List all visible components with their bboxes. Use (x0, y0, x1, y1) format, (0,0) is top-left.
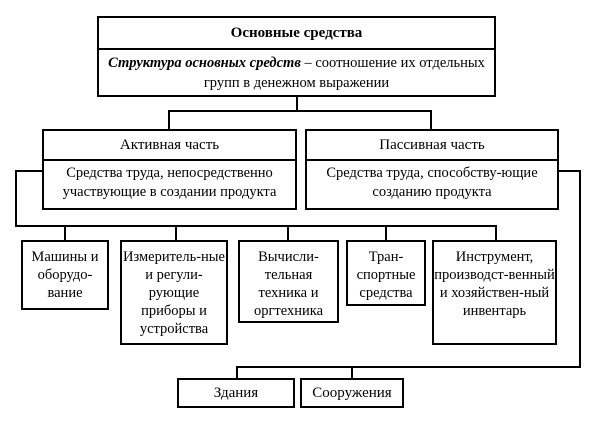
fixed-assets-box: Основные средства Структура основных сре… (97, 16, 496, 97)
drop-tools (495, 225, 497, 241)
drop-computers (287, 225, 289, 241)
category-machines: Машины и оборудо-вание (21, 240, 109, 310)
category-label: Вычисли-тельная техника и оргтехника (253, 249, 324, 319)
definition-term: Структура основных средств (108, 55, 301, 71)
category-tools: Инструмент, производст-венный и хозяйств… (432, 240, 557, 345)
passive-part-divider (307, 159, 557, 161)
category-computers: Вычисли-тельная техника и оргтехника (238, 240, 339, 323)
connector-active-bus (15, 225, 496, 227)
definition-text: – соотношение их отдельных групп в денеж… (203, 55, 485, 91)
category-label: Измеритель-ные и регули-рующие приборы и… (122, 249, 225, 337)
connector-split-horizontal (168, 110, 430, 112)
drop-machines (64, 225, 66, 241)
fixed-assets-divider (99, 48, 494, 50)
drop-instruments (175, 225, 177, 241)
connector-active-stub (15, 170, 43, 172)
connector-top-down (296, 97, 298, 111)
category-label: Здания (213, 385, 259, 401)
connector-active-vertical (15, 170, 17, 226)
drop-transport (385, 225, 387, 241)
category-buildings: Здания (177, 378, 295, 408)
category-label: Тран-спортные средства (356, 249, 416, 301)
passive-part-title: Пассивная часть (379, 137, 485, 153)
fixed-assets-definition: Структура основных средств – соотношение… (103, 53, 490, 93)
active-part-divider (44, 159, 295, 161)
passive-part-description: Средства труда, способству-ющие созданию… (326, 165, 538, 200)
category-structures: Сооружения (300, 378, 404, 408)
category-instruments: Измеритель-ные и регули-рующие приборы и… (120, 240, 228, 345)
passive-part-box: Пассивная часть Средства труда, способст… (305, 129, 559, 210)
connector-passive-bus (236, 366, 581, 368)
active-part-box: Активная часть Средства труда, непосредс… (42, 129, 297, 210)
category-label: Сооружения (312, 385, 392, 401)
active-part-title: Активная часть (119, 137, 220, 153)
connector-passive-vertical (579, 170, 581, 368)
drop-buildings (236, 366, 238, 379)
active-part-description: Средства труда, непосредственно участвую… (62, 165, 277, 200)
fixed-assets-title: Основные средства (230, 25, 363, 41)
drop-structures (351, 366, 353, 379)
connector-to-active (168, 110, 170, 130)
category-label: Инструмент, производст-венный и хозяйств… (434, 249, 555, 319)
connector-passive-stub (558, 170, 581, 172)
category-label: Машины и оборудо-вание (31, 249, 99, 301)
connector-to-passive (430, 110, 432, 130)
category-transport: Тран-спортные средства (346, 240, 426, 306)
